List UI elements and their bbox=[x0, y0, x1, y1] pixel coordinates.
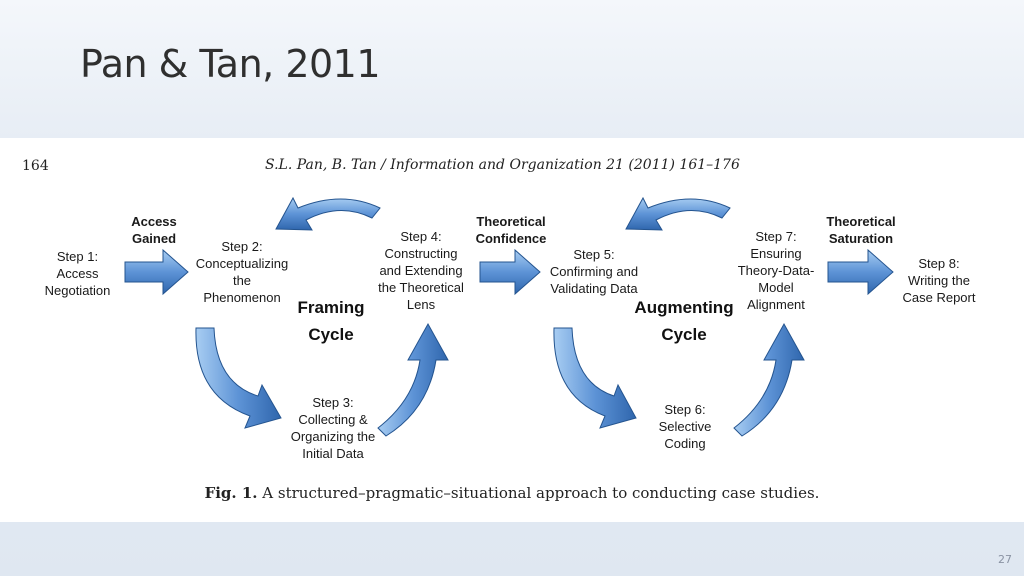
caption-prefix: Fig. 1. bbox=[204, 484, 258, 502]
augmenting-cycle-label: Augmenting Cycle bbox=[634, 298, 734, 344]
journal-header: S.L. Pan, B. Tan / Information and Organ… bbox=[265, 157, 740, 173]
arrow-step2-to-step3 bbox=[195, 327, 282, 429]
slide-header: Pan & Tan, 2011 bbox=[0, 0, 1024, 138]
framing-cycle-label: Framing Cycle bbox=[297, 298, 365, 344]
step-3-label: Step 3: Collecting & Organizing the Init… bbox=[290, 395, 376, 461]
arrow-step1-to-step2 bbox=[124, 248, 189, 296]
arrow-step7-to-step8 bbox=[827, 248, 894, 296]
arrow-step4-to-step5 bbox=[479, 248, 541, 296]
figure-panel: 164 S.L. Pan, B. Tan / Information and O… bbox=[0, 138, 1024, 522]
step-1-label: Step 1: Access Negotiation bbox=[44, 249, 111, 298]
slide-number: 27 bbox=[998, 553, 1012, 566]
step-7-label: Step 7: Ensuring Theory-Data- Model Alig… bbox=[737, 229, 815, 312]
caption-text: A structured–pragmatic–situational appro… bbox=[257, 484, 820, 502]
step-5-label: Step 5: Confirming and Validating Data bbox=[549, 247, 639, 296]
step-6-label: Step 6: Selective Coding bbox=[658, 402, 712, 451]
arrow-step3-to-step4 bbox=[377, 322, 449, 437]
arrow-step6-to-step7 bbox=[733, 322, 805, 437]
arrow-step4-to-step2 bbox=[275, 196, 381, 231]
step-8-label: Step 8: Writing the Case Report bbox=[902, 256, 976, 305]
arrow-step7-to-step5 bbox=[625, 196, 731, 231]
figure-caption: Fig. 1. A structured–pragmatic–situation… bbox=[0, 484, 1024, 502]
step-4-label: Step 4: Constructing and Extending the T… bbox=[378, 229, 464, 312]
process-diagram bbox=[124, 196, 894, 437]
transition-theoretical-saturation: Theoretical Saturation bbox=[826, 214, 896, 246]
transition-access-gained: Access Gained bbox=[131, 214, 177, 246]
step-2-label: Step 2: Conceptualizing the Phenomenon bbox=[195, 239, 289, 305]
transition-theoretical-confidence: Theoretical Confidence bbox=[475, 214, 547, 246]
arrow-step5-to-step6 bbox=[553, 327, 637, 429]
journal-page-number: 164 bbox=[22, 158, 49, 174]
slide-title: Pan & Tan, 2011 bbox=[80, 42, 381, 86]
